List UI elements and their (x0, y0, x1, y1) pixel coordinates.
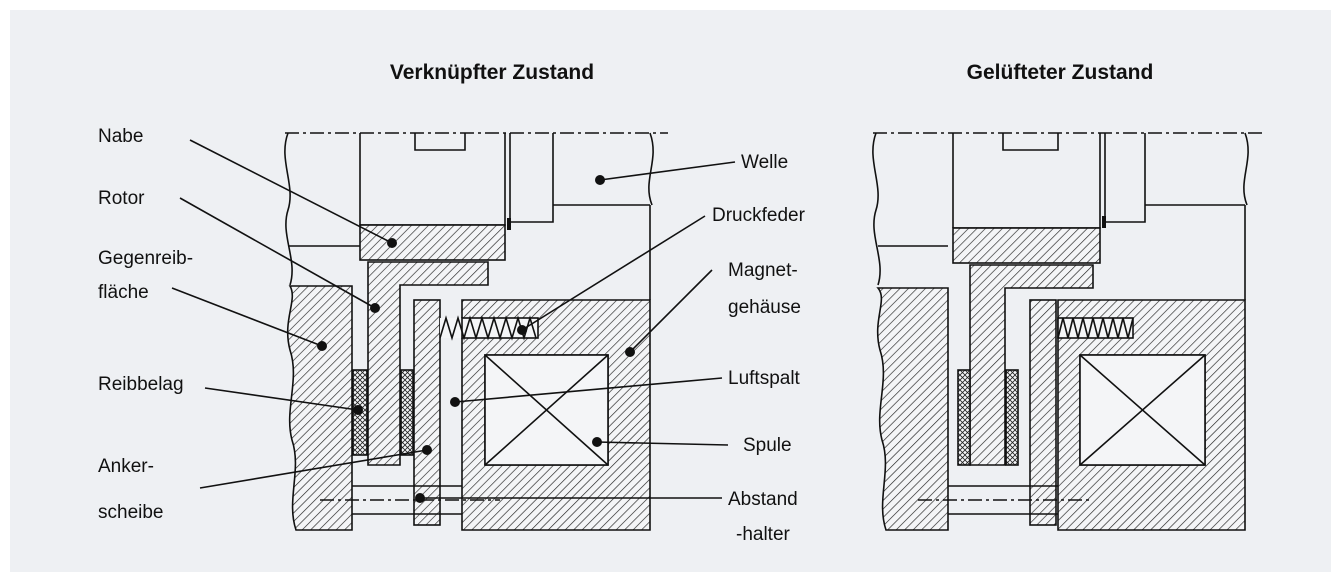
label-welle: Welle (741, 152, 788, 173)
coil-cross (484, 354, 609, 466)
title-released: Gelüfteter Zustand (967, 61, 1154, 84)
label-magnet-2: gehäuse (728, 297, 801, 318)
label-abstand-2: -halter (736, 524, 791, 545)
label-druckfeder: Druckfeder (712, 205, 806, 226)
shaft-step (509, 133, 554, 223)
retaining-ring (1102, 216, 1106, 228)
hub (359, 224, 506, 261)
keyway (1002, 133, 1059, 151)
armature-plate (1029, 299, 1057, 526)
coil-cross (1079, 354, 1206, 466)
label-gegenreib-2: fläche (98, 282, 149, 303)
label-spule: Spule (743, 435, 792, 456)
label-anker-2: scheibe (98, 502, 164, 523)
title-engaged: Verknüpfter Zustand (390, 61, 594, 84)
retaining-ring (507, 218, 511, 230)
left-break-line (284, 132, 293, 286)
label-gegenreib-1: Gegenreib- (98, 248, 193, 269)
compression-spring (1057, 317, 1134, 339)
friction-lining-left (957, 369, 971, 466)
counter-friction-surface (286, 285, 353, 531)
hub-outline (360, 133, 506, 226)
friction-lining-right (400, 369, 414, 456)
keyway (414, 133, 466, 151)
label-reibbelag: Reibbelag (98, 374, 184, 395)
right-break-line (1243, 132, 1249, 206)
label-magnet-1: Magnet- (728, 260, 798, 281)
label-luftspalt: Luftspalt (728, 368, 801, 389)
label-abstand-1: Abstand (728, 489, 798, 510)
labels: Nabe Rotor Gegenreib- fläche Reibbelag A… (98, 126, 806, 545)
counter-friction-surface (876, 287, 949, 531)
rotor (367, 261, 489, 466)
label-anker-1: Anker- (98, 456, 154, 477)
spacer-outline (352, 485, 462, 515)
friction-lining-right (1005, 369, 1019, 466)
released-drawing (872, 132, 1266, 531)
label-rotor: Rotor (98, 188, 145, 209)
hub-outline (953, 133, 1101, 229)
armature-plate (413, 299, 441, 526)
label-nabe: Nabe (98, 126, 143, 147)
shaft-step (1104, 133, 1146, 223)
leaders (171, 139, 736, 503)
engaged-drawing (284, 132, 668, 531)
right-break-line (648, 132, 654, 206)
hub (952, 227, 1101, 264)
spacer-outline (948, 485, 1058, 515)
left-break-line (872, 132, 881, 286)
